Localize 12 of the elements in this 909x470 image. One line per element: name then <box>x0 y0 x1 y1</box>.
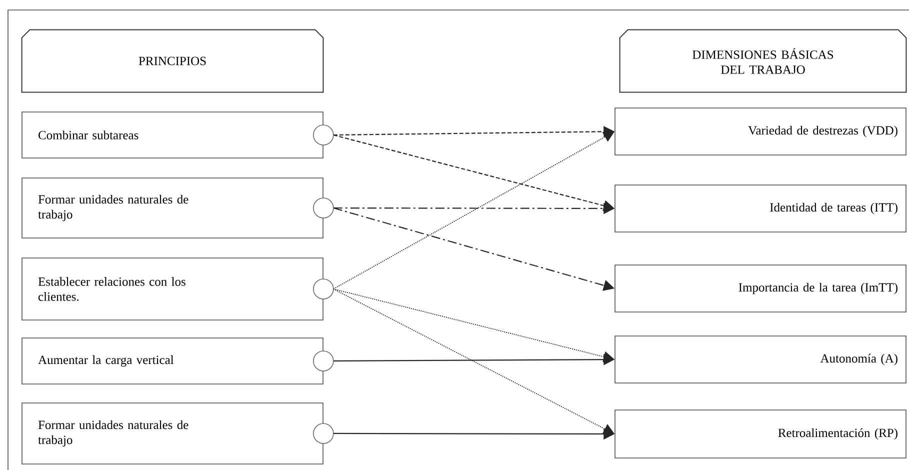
dimension-box: Retroalimentación (RP) <box>614 410 906 458</box>
dimension-box: Importancia de la tarea (ImTT) <box>614 264 906 312</box>
principle-box: Formar unidades naturales de trabajo <box>22 178 324 238</box>
principle-box: Establecer relaciones con los clientes. <box>22 258 324 320</box>
header-box: DIMENSIONES BÁSICAS DEL TRABAJO <box>619 29 907 93</box>
dimension-box: Identidad de tareas (ITT) <box>614 184 906 232</box>
dimension-box: Variedad de destrezas (VDD) <box>614 108 906 156</box>
dimension-box: Autonomía (A) <box>614 336 906 384</box>
principle-box: Aumentar la carga vertical <box>22 338 324 384</box>
principle-box: Combinar subtareas <box>22 112 324 158</box>
principle-box: Formar unidades naturales de trabajo <box>22 402 324 464</box>
header-box: PRINCIPIOS <box>21 29 324 93</box>
